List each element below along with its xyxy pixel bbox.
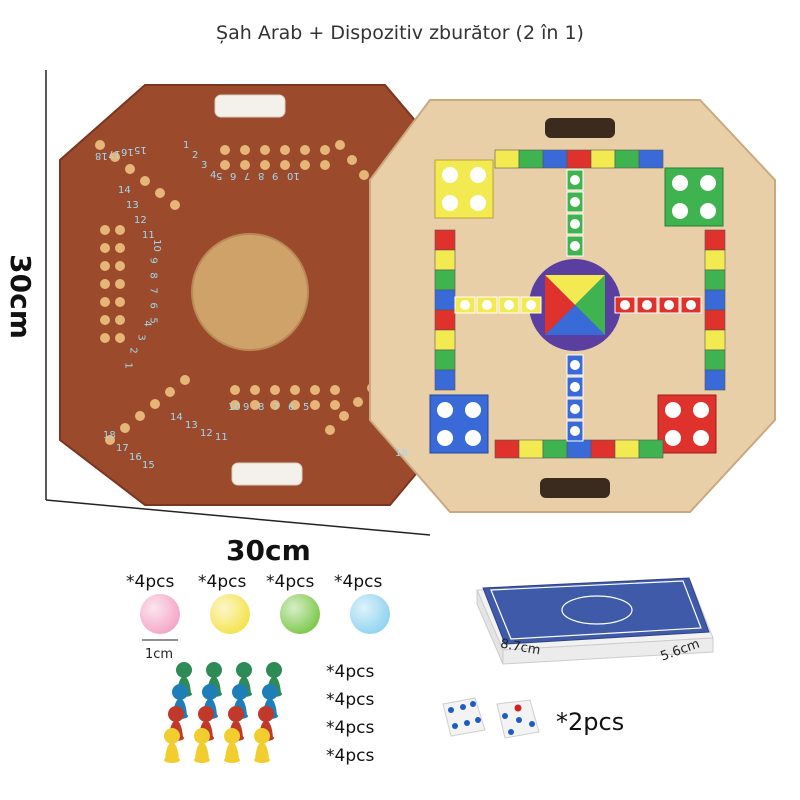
pawns (164, 662, 282, 763)
ball-label-pink: *4pcs (126, 572, 175, 592)
card-back (482, 577, 710, 645)
board-number-top-inner: 3 (201, 160, 208, 171)
board-number-top: 6 (230, 170, 237, 181)
board-number-left-inner: 3 (135, 334, 147, 341)
pawn-label-4: *4pcs (326, 746, 375, 766)
board-number-left-side: 11 (142, 230, 155, 241)
board-number-left: 8 (147, 272, 159, 279)
board-number-left-inner: 1 (122, 362, 134, 369)
board-number-top-left: 18 (95, 150, 108, 161)
ball-size-label: 1cm (145, 647, 174, 662)
board-number-left: 9 (147, 257, 159, 264)
board-number-top-left: 17 (108, 148, 121, 159)
pawn (224, 728, 240, 763)
board-number-left-side: 13 (126, 200, 139, 211)
balls (140, 594, 390, 641)
board-number-bottom: 6 (288, 402, 295, 413)
ball-label-green: *4pcs (266, 572, 315, 592)
board-number-bottom: 9 (243, 402, 250, 413)
flying-chess-board (369, 99, 776, 513)
pawn (254, 728, 270, 763)
board-number-bottom: 7 (273, 402, 280, 413)
pawn-label-3: *4pcs (326, 718, 375, 738)
board-number-top-inner: 1 (183, 140, 190, 151)
board-number-bottom: 8 (258, 402, 265, 413)
game-boards (59, 84, 776, 513)
board-number-left-inner: 2 (127, 347, 139, 354)
dice-quantity-label: *2pcs (556, 708, 625, 736)
pawn (194, 728, 210, 763)
board-number-top: 7 (244, 170, 251, 181)
ball-label-blue: *4pcs (334, 572, 383, 592)
board-number-left: 7 (147, 287, 159, 294)
pawn (164, 728, 180, 763)
board-number-left: 6 (147, 302, 159, 309)
board-number-left: 10 (150, 239, 162, 252)
card-deck (476, 577, 714, 665)
board-number-bottom-left: 18 (103, 430, 116, 441)
product-title: Șah Arab + Dispozitiv zburător (2 în 1) (216, 22, 584, 44)
board-number-top-left: 16 (121, 146, 134, 157)
board-number-bottom-left: 15 (142, 460, 155, 471)
board-number-bottom-side: 11 (215, 432, 228, 443)
board-number-top: 5 (216, 170, 223, 181)
die-1 (442, 697, 486, 737)
pawn-label-1: *4pcs (326, 662, 375, 682)
pawn-label-2: *4pcs (326, 690, 375, 710)
board-number-left-side: 12 (134, 215, 147, 226)
board-number-bottom: 5 (303, 402, 310, 413)
board-number-top-inner: 4 (210, 170, 217, 181)
board-number-bottom-side: 13 (185, 420, 198, 431)
ball-label-yellow: *4pcs (198, 572, 247, 592)
dice (442, 697, 540, 739)
board-number-top: 9 (272, 170, 279, 181)
board-number-left-inner: 4 (141, 320, 153, 327)
die-2 (496, 699, 540, 739)
board-number-right: 18 (395, 448, 408, 459)
board-number-bottom-left: 17 (116, 443, 129, 454)
board-number-bottom-side: 14 (170, 412, 183, 423)
board-number-top-inner: 2 (192, 150, 199, 161)
board-number-top: 10 (287, 170, 300, 181)
board-number-bottom: 10 (228, 402, 241, 413)
board-number-bottom-left: 16 (129, 452, 142, 463)
board-number-bottom-side: 12 (200, 428, 213, 439)
board-number-left-side: 14 (118, 185, 131, 196)
width-label: 30cm (226, 534, 311, 567)
board-number-top: 8 (258, 170, 265, 181)
board-number-top-left: 15 (134, 144, 147, 155)
